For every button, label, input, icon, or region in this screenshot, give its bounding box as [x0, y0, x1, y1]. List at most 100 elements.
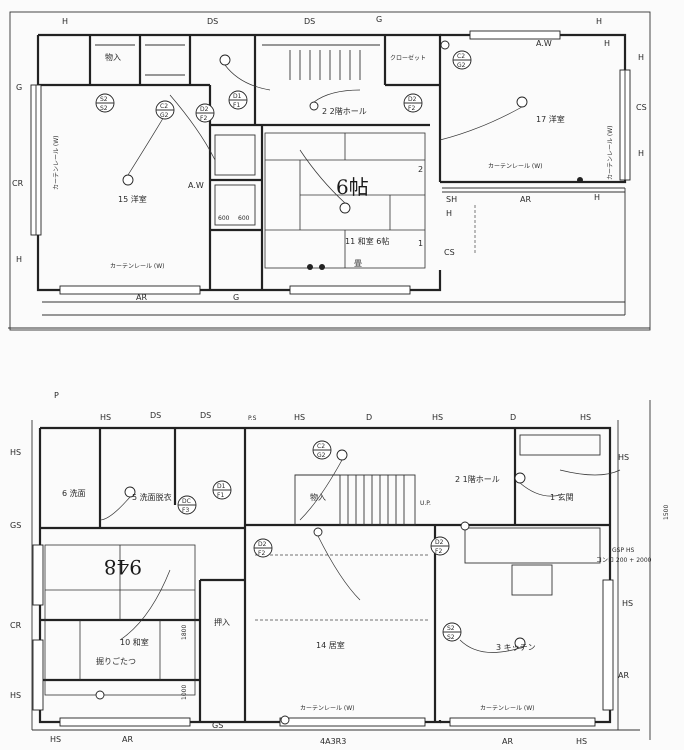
lower-label-ds2: DS: [200, 411, 211, 420]
lower-label-p: P: [54, 391, 59, 400]
upper-label-ds1: DS: [207, 17, 218, 26]
upper-label-h-mid: H: [594, 193, 600, 202]
upper-label-ar-mid: AR: [520, 195, 531, 204]
upper-label-ds2: DS: [304, 17, 315, 26]
upper-label-h-tl: H: [62, 17, 68, 26]
upper-room-hall: 2 2階ホール: [322, 106, 367, 116]
svg-text:D1: D1: [217, 483, 226, 490]
lower-label-up: U.P.: [420, 500, 431, 507]
svg-text:C2: C2: [457, 53, 465, 60]
lower-fixture-s2: S2 S2: [442, 622, 462, 642]
svg-text:D2: D2: [408, 96, 417, 103]
upper-tatami-size: 6帖: [336, 175, 369, 199]
svg-text:S2: S2: [100, 105, 108, 112]
svg-text:S2: S2: [100, 96, 108, 103]
lower-label-gs-left: GS: [10, 521, 21, 530]
svg-text:C2: C2: [317, 443, 325, 450]
lower-room-14: 14 居室: [316, 640, 345, 650]
lower-kotatsu: 掘りごたつ: [96, 656, 136, 666]
lower-label-hs-bot-right: HS: [576, 737, 587, 746]
upper-room-11: 11 和室 6帖: [345, 236, 389, 246]
upper-tatami-note: 畳: [354, 259, 362, 268]
svg-text:G2: G2: [317, 452, 326, 459]
lower-label-cr-left: CR: [10, 621, 22, 630]
upper-fixture-d2-b: D2 F2: [403, 93, 423, 113]
upper-curtain-right: カーテンレール (W): [607, 125, 614, 180]
upper-label-h-tr: H: [596, 17, 602, 26]
svg-text:DC: DC: [182, 498, 191, 505]
upper-fixture-d1: D1 F1: [228, 90, 248, 110]
lower-label-ps: P.S: [248, 415, 257, 422]
lower-side-dim: 1500: [663, 505, 670, 520]
upper-room-15: 15 洋室: [118, 194, 147, 204]
svg-text:D1: D1: [233, 93, 242, 100]
lower-label-hs-top1: HS: [100, 413, 111, 422]
svg-text:G2: G2: [160, 112, 169, 119]
upper-label-cs-right: CS: [636, 103, 647, 112]
svg-text:F1: F1: [217, 492, 224, 499]
lower-label-d1: D: [366, 413, 372, 422]
svg-text:F2: F2: [200, 115, 207, 122]
lower-label-hs-bot-left: HS: [50, 735, 61, 744]
upper-label-g-bottom: G: [233, 293, 239, 302]
upper-label-h-left: H: [16, 255, 22, 264]
lower-storage-2: 物入: [310, 492, 326, 502]
svg-text:F3: F3: [182, 507, 189, 514]
lower-label-hs-right2: HS: [622, 599, 633, 608]
upper-label-sh: SH: [446, 195, 457, 204]
lower-label-ar-bot1: AR: [122, 735, 133, 744]
svg-text:D2: D2: [200, 106, 209, 113]
upper-floor-plan: S2 S2 C2 G2 D2 F2 D1 F1 D2 F2: [8, 11, 651, 331]
svg-text:D2: D2: [258, 541, 267, 548]
upper-label-g-top: G: [376, 15, 382, 24]
upper-label-cs-mid: CS: [444, 248, 455, 257]
upper-room-closet-top: 物入: [105, 52, 121, 62]
lower-label-d2: D: [510, 413, 516, 422]
upper-fixture-c2-b: C2 G2: [452, 50, 472, 70]
upper-room-17: 17 洋室: [536, 114, 565, 124]
upper-closet: クローゼット: [390, 54, 426, 62]
lower-storage-1: 押入: [214, 617, 230, 627]
svg-text:C2: C2: [160, 103, 168, 110]
upper-label-num-2: 2: [418, 165, 423, 174]
svg-text:F2: F2: [435, 548, 442, 555]
lower-curtain-bottom-left: カーテンレール (W): [300, 705, 355, 712]
lower-cooker: コンロ 200 + 2000: [596, 557, 652, 564]
upper-label-ar-bottom: AR: [136, 293, 147, 302]
lower-fixture-d1: D1 F1: [212, 480, 232, 500]
upper-label-cr-left: CR: [12, 179, 24, 188]
lower-room-3: 3 キッチン: [496, 643, 536, 652]
svg-text:F1: F1: [233, 102, 240, 109]
lower-fixture-d2: D2 F2: [253, 538, 273, 558]
lower-label-code: 4A3R3: [320, 737, 346, 746]
upper-fixture-s2: S2 S2: [95, 93, 115, 113]
upper-dim-1: 600: [218, 215, 230, 222]
lower-dim-2: 1000: [181, 685, 188, 700]
lower-label-hs-left2: HS: [10, 691, 21, 700]
lower-label-hs-left: HS: [10, 448, 21, 457]
lower-room-10: 10 和室: [120, 637, 149, 647]
lower-label-hs-top4: HS: [580, 413, 591, 422]
lower-label-hs-top2: HS: [294, 413, 305, 422]
lower-label-gsp-hs: GSP HS: [612, 547, 634, 554]
lower-room-foyer: 1 玄関: [550, 492, 574, 502]
lower-label-ar-right: AR: [618, 671, 629, 680]
upper-label-h-right2: H: [638, 149, 644, 158]
lower-label-ds1: DS: [150, 411, 161, 420]
upper-label-g-left: G: [16, 83, 22, 92]
svg-text:G2: G2: [457, 62, 466, 69]
upper-label-aw: A.W: [188, 181, 204, 190]
lower-room-5: 5 洗面脱衣: [132, 492, 172, 502]
upper-fixture-d2-a: D2 F2: [195, 103, 215, 123]
upper-label-h-yard: H: [604, 39, 610, 48]
lower-label-hs-top3: HS: [432, 413, 443, 422]
upper-label-h-sh: H: [446, 209, 452, 218]
lower-label-ar-bot2: AR: [502, 737, 513, 746]
lower-big-number: 948: [104, 555, 142, 579]
svg-text:S2: S2: [447, 634, 455, 641]
svg-text:F2: F2: [258, 550, 265, 557]
lower-dim-1: 1800: [181, 625, 188, 640]
lower-room-hall2: 2 1階ホール: [455, 474, 500, 484]
lower-label-gs-bot: GS: [212, 721, 223, 730]
